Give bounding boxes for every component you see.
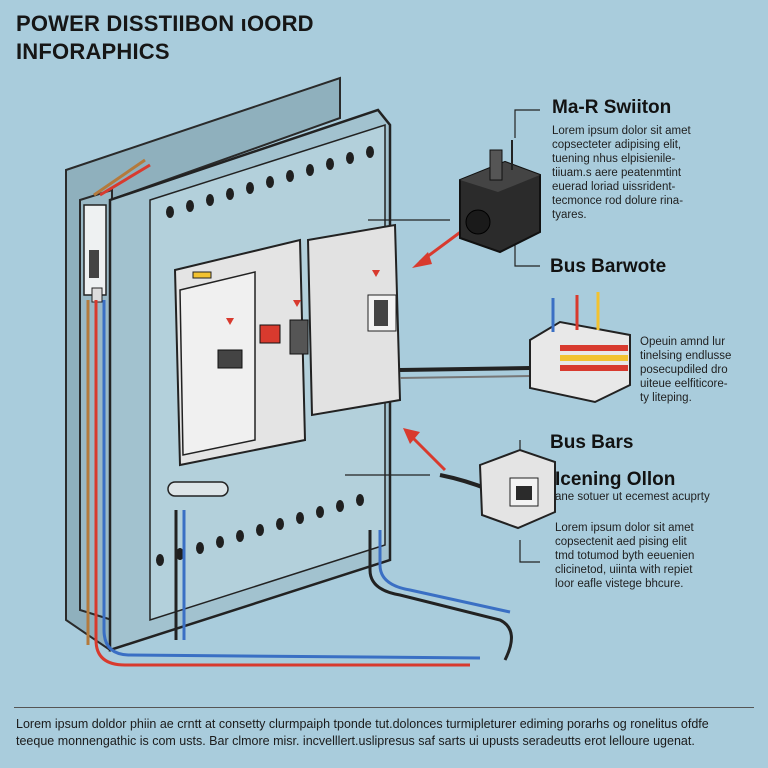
screw — [356, 494, 364, 506]
callout-icening-subtitle: ane sotuer ut ecemest acuprty — [555, 491, 710, 503]
callout-switch-desc: Lorem ipsum dolor sit amet copsecteter a… — [552, 125, 691, 221]
screw — [256, 524, 264, 536]
screw — [186, 200, 194, 212]
main-switch-component — [459, 140, 541, 254]
screw — [336, 500, 344, 512]
callout-switch-label: Ma-R Swiіton — [552, 97, 672, 118]
screw — [226, 188, 234, 200]
callout-icening-desc: Lorem ipsum dolor sit amet copsectenit a… — [555, 522, 695, 590]
screw — [346, 152, 354, 164]
screw — [166, 206, 174, 218]
isolator-component — [478, 448, 556, 530]
screw — [266, 176, 274, 188]
title-line-2: INFORAPHICS — [16, 39, 170, 64]
screw — [236, 530, 244, 542]
wires — [86, 158, 531, 667]
screw-rows — [156, 146, 374, 566]
screw — [306, 164, 314, 176]
footer-divider — [14, 707, 754, 708]
page-title: POWER DISSTIIBON ιOORD INFORAPHICS — [16, 10, 314, 66]
callout-bus-barwote-label: Bus Barwote — [550, 256, 667, 277]
screw — [216, 536, 224, 548]
screw — [196, 542, 204, 554]
callout-bus-barwote-desc: Opeuin amnd lur tinelsing endlusse posec… — [640, 336, 732, 404]
breaker-block-right — [306, 223, 402, 417]
callout-bus-bars-label: Bus Bars — [550, 432, 634, 453]
screw — [326, 158, 334, 170]
screw — [176, 548, 184, 560]
screw — [286, 170, 294, 182]
screw — [366, 146, 374, 158]
screw — [156, 554, 164, 566]
red-arrows — [403, 223, 471, 472]
title-line-1: POWER DISSTIIBON ιOORD — [16, 11, 314, 36]
screw — [246, 182, 254, 194]
footer-text: Lorem ipsum doldor phiin ae crntt at con… — [16, 717, 709, 748]
screw — [316, 506, 324, 518]
callout-icening-label: Icening Ollon — [555, 469, 676, 490]
screw — [276, 518, 284, 530]
breaker-block-left — [173, 238, 309, 467]
screw — [206, 194, 214, 206]
screw — [296, 512, 304, 524]
bottom-rail — [167, 481, 229, 497]
terminal-block-component — [529, 292, 631, 404]
